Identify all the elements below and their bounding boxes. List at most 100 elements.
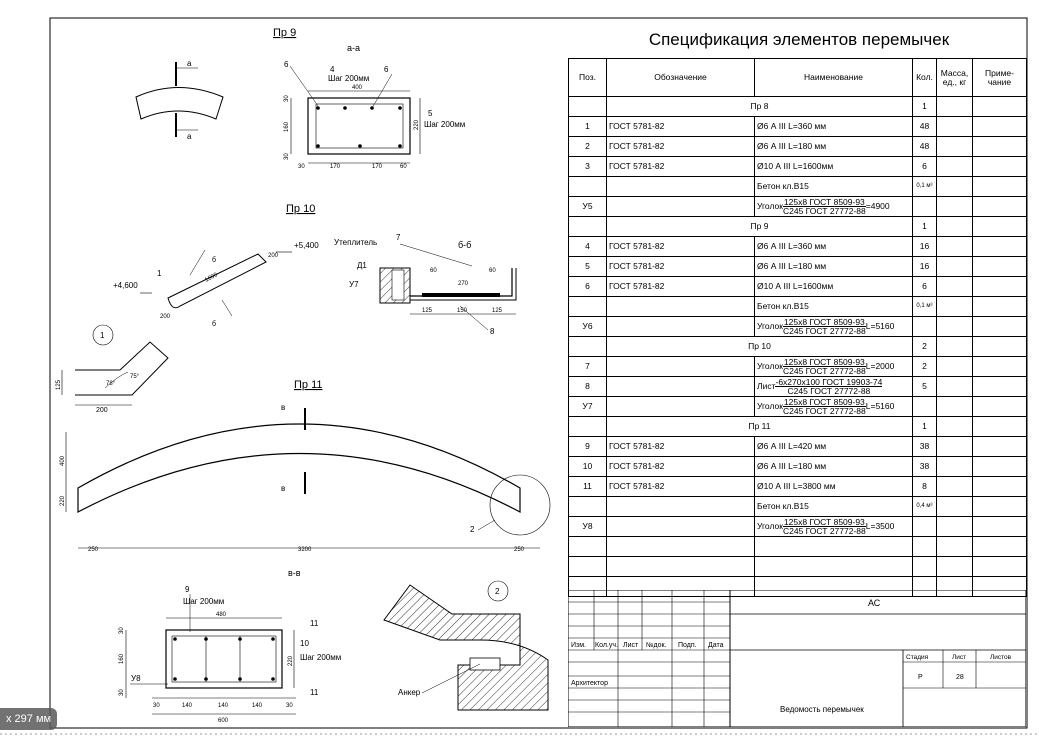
spec-group-name: Пр 11 — [606, 416, 913, 437]
spec-header-name: Наименование — [754, 58, 913, 97]
spec-note — [972, 576, 1027, 597]
tb-stage-label: Стадия — [906, 654, 929, 661]
svg-text:170: 170 — [372, 164, 383, 170]
spec-pos: У8 — [568, 516, 607, 537]
spec-qty: 38 — [912, 456, 937, 477]
spec-qty: 2 — [912, 336, 937, 357]
spec-designation — [606, 396, 755, 417]
spec-name-prefix: Уголок — [757, 320, 783, 331]
svg-text:7: 7 — [396, 233, 401, 242]
spec-note — [972, 456, 1027, 477]
spec-group-name: Пр 9 — [606, 216, 913, 237]
spec-name-suffix: =4900 — [865, 200, 890, 211]
tb-architect: Архитектор — [571, 680, 608, 687]
svg-text:400: 400 — [60, 455, 66, 466]
spec-group-name: Пр 10 — [606, 336, 913, 357]
spec-designation: ГОСТ 5781-82 — [606, 116, 755, 137]
spec-designation — [606, 556, 755, 577]
svg-text:200: 200 — [96, 407, 108, 414]
svg-text:У7: У7 — [349, 280, 359, 289]
spec-mass — [936, 456, 973, 477]
svg-text:220: 220 — [414, 119, 420, 130]
spec-pos: У5 — [568, 196, 607, 217]
spec-qty: 0,1 м³ — [912, 296, 937, 317]
svg-text:30: 30 — [286, 703, 293, 709]
svg-text:160: 160 — [119, 653, 125, 664]
spec-designation: ГОСТ 5781-82 — [606, 136, 755, 157]
pr11-detail: Пр 11 в в 400 220 250 3200 250 2 в-в 480… — [60, 379, 551, 724]
pr11-title: Пр 11 — [294, 379, 323, 391]
spec-designation — [606, 196, 755, 217]
spec-name: Ø6 А III L=360 мм — [754, 236, 913, 257]
svg-text:125: 125 — [56, 379, 62, 390]
spec-mass — [936, 336, 973, 357]
svg-text:30: 30 — [284, 95, 290, 102]
svg-text:140: 140 — [252, 703, 263, 709]
spec-header-pos: Поз. — [568, 58, 607, 97]
pr10-len: 1600 — [204, 272, 219, 284]
spec-note — [972, 556, 1027, 577]
svg-text:30: 30 — [119, 689, 125, 696]
spec-designation — [606, 536, 755, 557]
spec-name-num: 125x8 ГОСТ 8509-93 — [782, 357, 866, 367]
spec-qty — [912, 556, 937, 577]
spec-pos: 9 — [568, 436, 607, 457]
spec-pos: У6 — [568, 316, 607, 337]
spec-designation: ГОСТ 5781-82 — [606, 156, 755, 177]
tb-col-izm: Изм. — [571, 642, 586, 649]
svg-text:8: 8 — [490, 327, 495, 336]
tb-col-date: Дата — [708, 642, 724, 649]
spec-note — [972, 296, 1027, 317]
spec-name-num: 125x8 ГОСТ 8509-93 — [782, 517, 866, 527]
spec-mass — [936, 376, 973, 397]
spec-qty: 1 — [912, 416, 937, 437]
pr10-elev-low: +4,600 — [113, 281, 138, 290]
spec-group-name: Пр 8 — [606, 96, 913, 117]
svg-text:в: в — [281, 484, 285, 493]
svg-text:600: 600 — [218, 718, 229, 724]
svg-text:60: 60 — [400, 164, 407, 170]
spec-mass — [936, 396, 973, 417]
spec-pos — [568, 296, 607, 317]
svg-text:3200: 3200 — [298, 547, 312, 553]
spec-qty: 6 — [912, 276, 937, 297]
svg-text:30: 30 — [119, 627, 125, 634]
spec-note — [972, 496, 1027, 517]
svg-text:в: в — [281, 403, 285, 412]
svg-text:6: 6 — [284, 60, 289, 69]
spec-name: Бетон кл.В15 — [754, 176, 913, 197]
spec-designation — [606, 176, 755, 197]
svg-text:160: 160 — [284, 121, 290, 132]
spec-designation — [606, 516, 755, 537]
node2-detail: 2 Анкер — [383, 580, 549, 711]
svg-text:11: 11 — [310, 688, 319, 697]
svg-text:б: б — [212, 256, 216, 264]
spec-mass — [936, 136, 973, 157]
spec-title: Спецификация элементов перемычек — [648, 30, 950, 49]
spec-name: Бетон кл.В15 — [754, 296, 913, 317]
spec-name-num: -6x270x100 ГОСТ 19903-74 — [775, 377, 883, 387]
spec-note — [972, 116, 1027, 137]
spec-header-note: Приме- чание — [972, 58, 1027, 97]
tb-sheet: 28 — [956, 674, 964, 681]
spec-qty: 6 — [912, 156, 937, 177]
spec-note — [972, 356, 1027, 377]
spec-qty: 16 — [912, 236, 937, 257]
svg-text:60: 60 — [430, 268, 437, 274]
spec-note — [972, 216, 1027, 237]
spec-designation: ГОСТ 5781-82 — [606, 436, 755, 457]
pr9-title: Пр 9 — [273, 27, 296, 39]
